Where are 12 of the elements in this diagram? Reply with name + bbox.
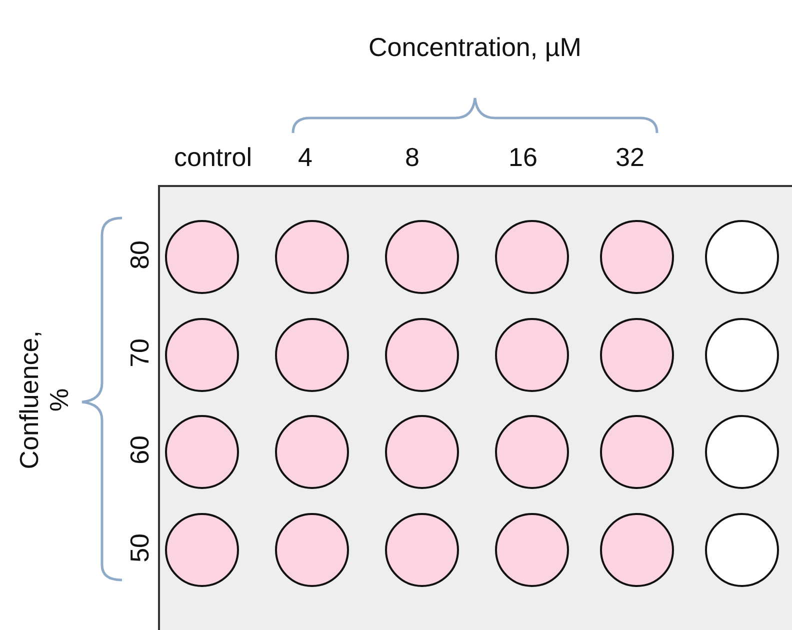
column-header: 16 (508, 143, 538, 173)
column-header: 4 (298, 143, 312, 173)
row-label: 50 (125, 533, 155, 562)
row-label: 70 (125, 338, 155, 368)
row-label: 80 (125, 240, 155, 270)
column-header: control (174, 143, 252, 173)
well-plate (158, 185, 792, 630)
axis-title: Concentration, µM (368, 33, 582, 63)
axis-title: Confluence, % (15, 330, 75, 472)
column-header: 32 (616, 143, 644, 173)
row-label: 60 (125, 435, 155, 464)
column-header: 8 (405, 143, 420, 173)
